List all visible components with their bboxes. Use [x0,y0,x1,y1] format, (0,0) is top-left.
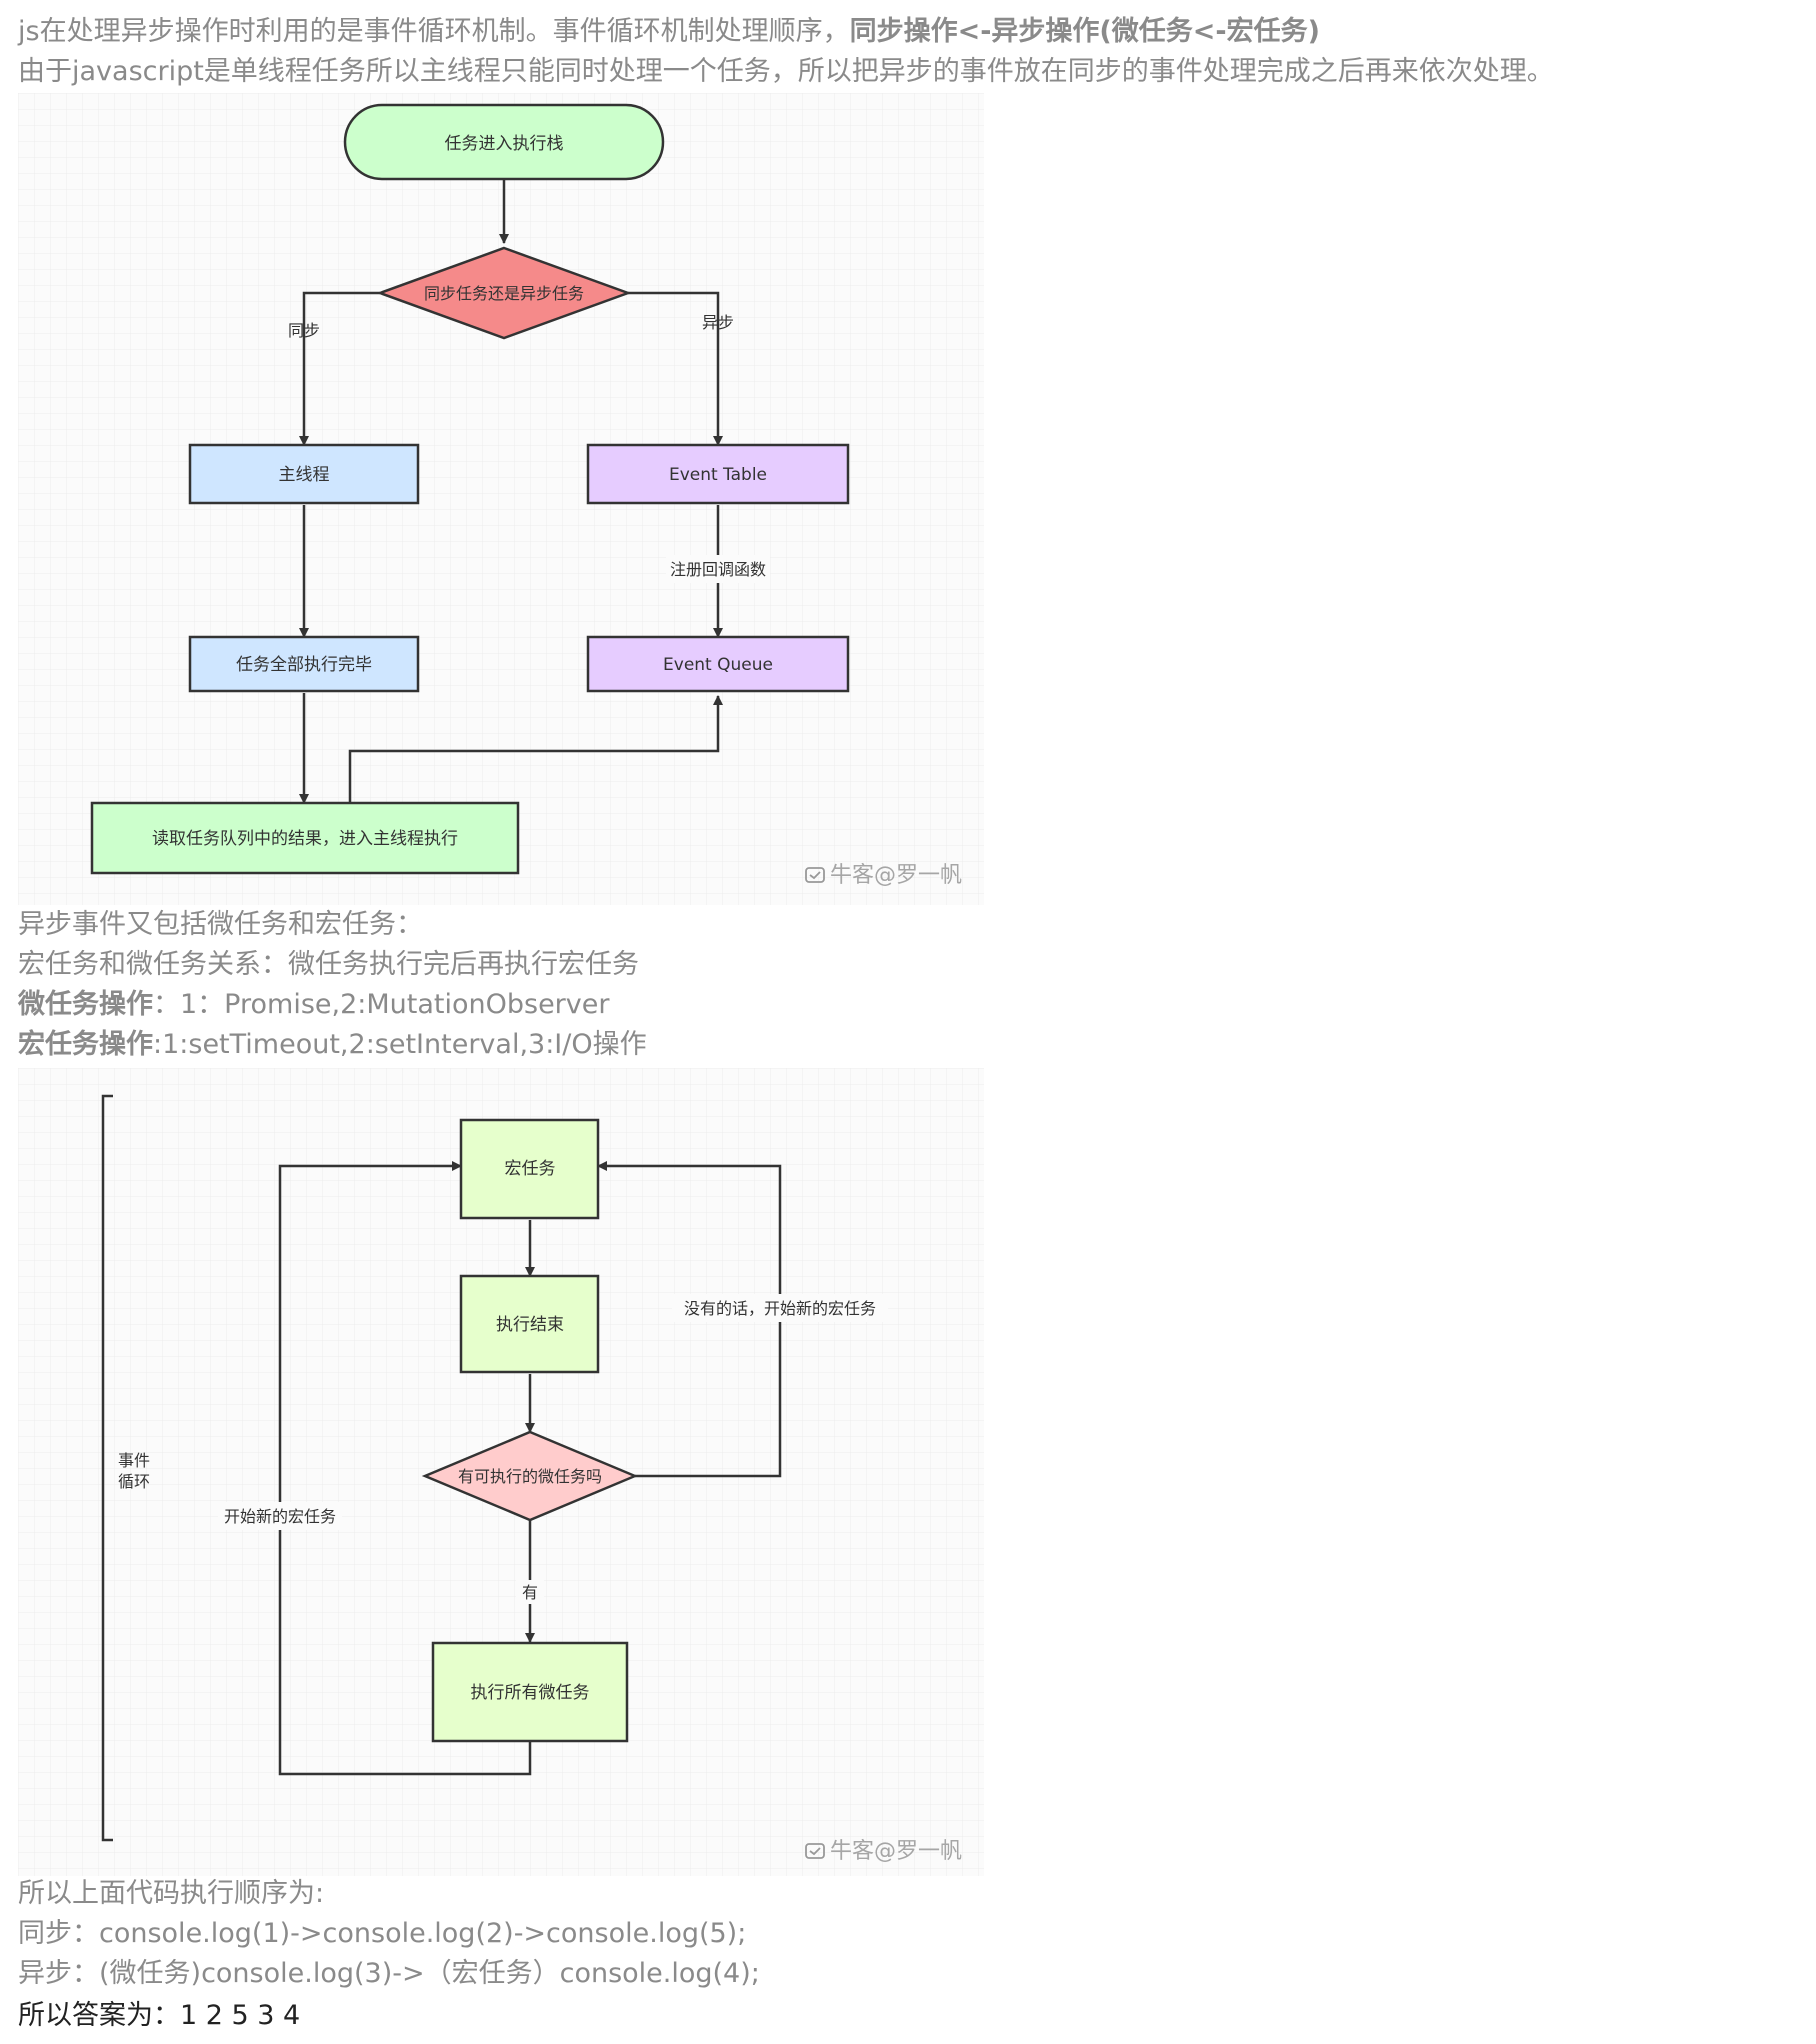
main-thread-label: 主线程 [279,465,330,485]
event-loop-label-2: 循环 [118,1472,150,1491]
middle-line-4: 宏任务操作:1:setTimeout,2:setInterval,3:I/O操作 [18,1025,647,1065]
arrow-decision-to-main-thread [299,291,380,446]
read-queue-label: 读取任务队列中的结果，进入主线程执行 [152,829,458,849]
exec-end-node [459,1274,600,1374]
intro-line-1: js在处理异步操作时利用的是事件循环机制。事件循环机制处理顺序，同步操作<-异步… [18,12,1320,52]
macro-task-node [459,1118,600,1220]
flowchart-2-svg: 事件 循环 宏任务 执行结束 有可执行的微任务吗 有 执行所有微任务 没有的话，… [18,1068,984,1876]
main-thread-node [188,443,420,505]
arrow-decision-to-event-table [628,291,723,446]
register-callback-label: 注册回调函数 [670,560,766,579]
macro-task-heading: 宏任务操作 [18,1029,153,1060]
macro-task-list: :1:setTimeout,2:setInterval,3:I/O操作 [153,1029,647,1060]
event-queue-node [586,635,850,693]
no-new-macro-label: 没有的话，开始新的宏任务 [684,1299,876,1318]
exec-all-micro-label: 执行所有微任务 [471,1683,590,1703]
read-queue-node [90,801,520,875]
event-loop-label-1: 事件 [118,1451,150,1470]
all-done-label: 任务全部执行完毕 [236,655,372,675]
watermark-1: 牛客@罗一帆 [805,863,962,888]
watermark-logo-icon [805,867,825,883]
task-loop-diagram: 事件 循环 宏任务 执行结束 有可执行的微任务吗 有 执行所有微任务 没有的话，… [18,1068,984,1876]
middle-line-3: 微任务操作：1：Promise,2:MutationObserver [18,985,609,1025]
conclusion-line-2: 同步：console.log(1)->console.log(2)->conso… [18,1918,747,1949]
exec-end-label: 执行结束 [496,1315,564,1335]
yes-label: 有 [522,1583,538,1602]
intro-line-2: 由于javascript是单线程任务所以主线程只能同时处理一个任务，所以把异步的… [18,56,1554,87]
arrow-read-to-queue [348,695,723,803]
no-label-bg [672,1294,888,1322]
event-table-label: Event Table [669,465,767,485]
watermark-2: 牛客@罗一帆 [805,1839,962,1864]
exec-all-micro-node [431,1641,629,1743]
middle-line-2: 宏任务和微任务关系：微任务执行完后再执行宏任务 [18,949,639,980]
decision-node-label: 同步任务还是异步任务 [424,284,584,303]
yes-label-bg [516,1580,544,1604]
start-new-label-bg [218,1502,342,1530]
all-done-node [188,635,420,693]
micro-task-heading: 微任务操作 [18,989,153,1020]
intro-line-1-bold: 同步操作<-异步操作(微任务<-宏任务) [849,16,1320,47]
conclusion-line-3: 异步：(微任务)console.log(3)->（宏任务）console.log… [18,1958,760,1989]
watermark-1-text: 牛客@罗一帆 [830,863,962,888]
micro-check-label: 有可执行的微任务吗 [458,1467,602,1486]
macro-task-label: 宏任务 [505,1159,556,1179]
flowchart-1-svg: 任务进入执行栈 同步任务还是异步任务 同步 异步 主线程 Event Table… [18,93,984,905]
async-label: 异步 [702,313,734,332]
event-table-node [586,443,850,505]
decision-node [376,246,632,340]
watermark-logo-icon-2 [805,1843,825,1859]
event-loop-flowchart: 任务进入执行栈 同步任务还是异步任务 同步 异步 主线程 Event Table… [18,93,984,905]
answer-line: 所以答案为：1 2 5 3 4 [18,2000,301,2031]
start-node-label: 任务进入执行栈 [445,134,564,154]
micro-task-list: ：1：Promise,2:MutationObserver [153,989,610,1020]
conclusion-line-1: 所以上面代码执行顺序为: [18,1878,325,1909]
intro-line-1-plain: js在处理异步操作时利用的是事件循环机制。事件循环机制处理顺序， [18,16,850,47]
middle-line-1: 异步事件又包括微任务和宏任务： [18,909,423,940]
micro-check-node [421,1430,639,1522]
start-node [343,103,665,181]
arrow-micro-to-macro [278,1161,532,1776]
start-new-macro-label: 开始新的宏任务 [224,1507,336,1526]
event-queue-label: Event Queue [663,655,773,675]
sync-label: 同步 [288,321,320,340]
watermark-2-text: 牛客@罗一帆 [830,1839,962,1864]
register-label-bg [666,555,770,583]
event-loop-bracket [101,1094,113,1842]
